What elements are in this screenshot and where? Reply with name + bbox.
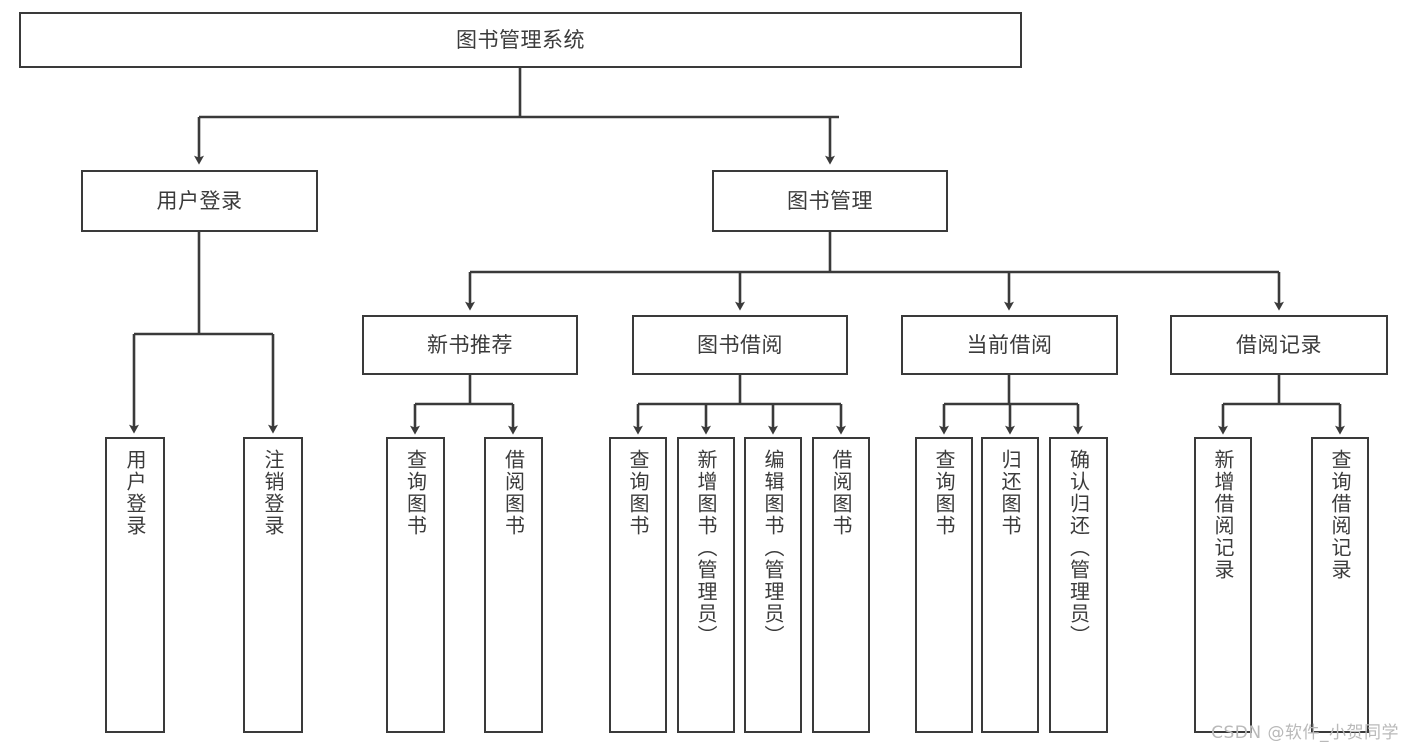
- node-current-borrow[interactable]: 当前借阅: [901, 315, 1118, 375]
- leaf-confirm-return-label: 确认归还（管理员）: [1066, 449, 1091, 647]
- node-book-borrow-label: 图书借阅: [697, 332, 783, 357]
- leaf-user-login[interactable]: 用户登录: [105, 437, 165, 733]
- leaf-return-book[interactable]: 归还图书: [981, 437, 1039, 733]
- leaf-confirm-return[interactable]: 确认归还（管理员）: [1049, 437, 1108, 733]
- node-root-label: 图书管理系统: [456, 27, 585, 52]
- leaf-add-book-label: 新增图书（管理员）: [694, 449, 718, 647]
- leaf-query-book-1[interactable]: 查询图书: [386, 437, 445, 733]
- node-root[interactable]: 图书管理系统: [19, 12, 1022, 68]
- node-borrow-record[interactable]: 借阅记录: [1170, 315, 1388, 375]
- node-user-login-label: 用户登录: [156, 188, 243, 213]
- leaf-edit-book-label: 编辑图书（管理员）: [761, 449, 785, 647]
- leaf-add-book[interactable]: 新增图书（管理员）: [677, 437, 735, 733]
- node-current-borrow-label: 当前借阅: [966, 332, 1053, 357]
- node-new-book-recommend[interactable]: 新书推荐: [362, 315, 578, 375]
- leaf-user-login-label: 用户登录: [123, 449, 147, 537]
- node-new-book-recommend-label: 新书推荐: [427, 332, 513, 357]
- leaf-query-borrow-record[interactable]: 查询借阅记录: [1311, 437, 1369, 733]
- node-user-login[interactable]: 用户登录: [81, 170, 318, 232]
- leaf-add-borrow-record-label: 新增借阅记录: [1211, 449, 1235, 581]
- node-book-manage-label: 图书管理: [787, 188, 873, 213]
- leaf-logout-login-label: 注销登录: [261, 449, 285, 537]
- node-book-borrow[interactable]: 图书借阅: [632, 315, 848, 375]
- leaf-borrow-book-2-label: 借阅图书: [829, 449, 853, 537]
- leaf-logout-login[interactable]: 注销登录: [243, 437, 303, 733]
- leaf-borrow-book-1-label: 借阅图书: [501, 449, 526, 537]
- leaf-query-book-1-label: 查询图书: [403, 449, 428, 537]
- leaf-borrow-book-1[interactable]: 借阅图书: [484, 437, 543, 733]
- csdn-watermark: CSDN @软件_小贺同学: [1211, 723, 1399, 743]
- leaf-borrow-book-2[interactable]: 借阅图书: [812, 437, 870, 733]
- leaf-query-book-2[interactable]: 查询图书: [609, 437, 667, 733]
- leaf-query-book-3-label: 查询图书: [932, 449, 956, 537]
- leaf-query-borrow-record-label: 查询借阅记录: [1328, 449, 1352, 581]
- node-book-manage[interactable]: 图书管理: [712, 170, 948, 232]
- leaf-edit-book[interactable]: 编辑图书（管理员）: [744, 437, 802, 733]
- leaf-query-book-2-label: 查询图书: [626, 449, 650, 537]
- leaf-add-borrow-record[interactable]: 新增借阅记录: [1194, 437, 1252, 733]
- leaf-query-book-3[interactable]: 查询图书: [915, 437, 973, 733]
- leaf-return-book-label: 归还图书: [998, 449, 1022, 537]
- node-borrow-record-label: 借阅记录: [1236, 332, 1322, 357]
